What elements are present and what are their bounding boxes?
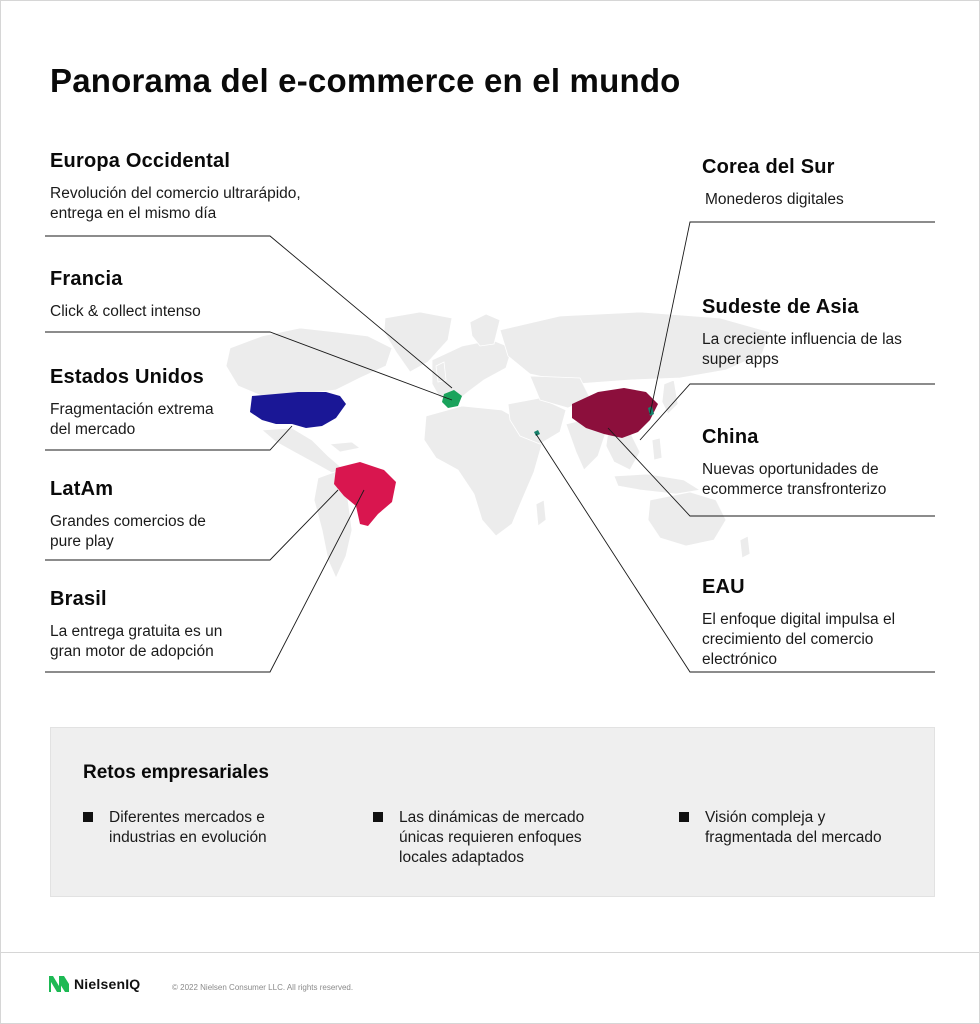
- challenges-panel: Retos empresariales Diferentes mercados …: [50, 727, 935, 897]
- region-europa-occidental: Europa Occidental Revolución del comerci…: [50, 150, 301, 224]
- square-bullet-icon: [83, 812, 93, 822]
- challenge-item: Las dinámicas de mercado únicas requiere…: [373, 808, 584, 868]
- challenge-item: Visión compleja y fragmentada del mercad…: [679, 808, 882, 848]
- region-name: Brasil: [50, 588, 107, 610]
- region-china: China Nuevas oportunidades de ecommerce …: [702, 426, 886, 500]
- challenges-title: Retos empresariales: [83, 762, 269, 783]
- challenge-text: Visión compleja y fragmentada del mercad…: [705, 809, 882, 846]
- region-desc: Nuevas oportunidades de ecommerce transf…: [702, 461, 887, 498]
- copyright-text: © 2022 Nielsen Consumer LLC. All rights …: [172, 983, 354, 992]
- region-desc: Revolución del comercio ultrarápido, ent…: [50, 185, 301, 222]
- leader-europa: [45, 235, 453, 389]
- new-zealand-shape: [739, 535, 751, 559]
- region-name: Corea del Sur: [702, 156, 835, 178]
- region-name: Sudeste de Asia: [702, 296, 859, 318]
- se-asia-shape: [605, 431, 641, 471]
- region-desc: Click & collect intenso: [50, 303, 201, 320]
- caribbean-shape: [328, 441, 361, 453]
- canada-shape: [225, 327, 393, 397]
- nielseniq-logo-icon: [49, 976, 69, 992]
- region-eau: EAU El enfoque digital impulsa el crecim…: [702, 576, 895, 670]
- page-title: Panorama del e-commerce en el mundo: [50, 62, 681, 99]
- region-name: Francia: [50, 268, 123, 290]
- greenland-shape: [383, 311, 453, 373]
- challenge-text: Las dinámicas de mercado únicas requiere…: [399, 809, 585, 866]
- leader-francia: [45, 331, 453, 401]
- brand-name: NielsenIQ: [74, 976, 141, 992]
- region-corea-del-sur: Corea del Sur Monederos digitales: [702, 156, 844, 210]
- region-name: EAU: [702, 576, 745, 598]
- nielseniq-logo[interactable]: NielsenIQ: [48, 974, 140, 994]
- region-desc: La entrega gratuita es un gran motor de …: [50, 623, 223, 660]
- japan-shape: [661, 379, 679, 415]
- australia-shape: [647, 491, 727, 547]
- leader-corea: [649, 221, 935, 415]
- region-name: LatAm: [50, 478, 114, 500]
- philippines-shape: [651, 437, 663, 461]
- region-name: Europa Occidental: [50, 150, 231, 172]
- region-latam: LatAm Grandes comercios de pure play: [50, 478, 206, 552]
- uae-shape: [534, 430, 540, 436]
- region-desc: El enfoque digital impulsa el crecimient…: [702, 611, 896, 668]
- region-desc: Fragmentación extrema del mercado: [50, 401, 214, 438]
- region-name: China: [702, 426, 759, 448]
- region-sudeste-de-asia: Sudeste de Asia La creciente influencia …: [702, 296, 902, 370]
- region-brasil: Brasil La entrega gratuita es un gran mo…: [50, 588, 222, 662]
- challenge-text: Diferentes mercados e industrias en evol…: [109, 809, 267, 846]
- world-map: [45, 221, 935, 673]
- scandinavia-shape: [469, 313, 501, 347]
- square-bullet-icon: [679, 812, 689, 822]
- china-shape: [572, 388, 658, 438]
- footer-divider: [0, 952, 980, 953]
- region-desc: La creciente influencia de las super app…: [702, 331, 902, 368]
- brasil-shape: [334, 462, 396, 526]
- challenge-item: Diferentes mercados e industrias en evol…: [83, 808, 267, 848]
- square-bullet-icon: [373, 812, 383, 822]
- leader-latam: [45, 489, 339, 561]
- russia-shape: [499, 311, 771, 385]
- region-name: Estados Unidos: [50, 366, 204, 388]
- francia-shape: [442, 390, 462, 408]
- mexico-shape: [260, 427, 343, 475]
- leader-eau: [535, 433, 935, 673]
- region-francia: Francia Click & collect intenso: [50, 268, 201, 322]
- usa-shape: [250, 392, 346, 428]
- region-desc: Grandes comercios de pure play: [50, 513, 206, 550]
- leader-brasil: [45, 489, 365, 673]
- region-estados-unidos: Estados Unidos Fragmentación extrema del…: [50, 366, 214, 440]
- leader-usa: [45, 425, 293, 451]
- madagascar-shape: [535, 499, 547, 527]
- indonesia-shape: [613, 473, 702, 495]
- region-desc: Monederos digitales: [705, 191, 844, 208]
- leader-sudeste: [639, 383, 935, 441]
- leader-china: [607, 427, 935, 517]
